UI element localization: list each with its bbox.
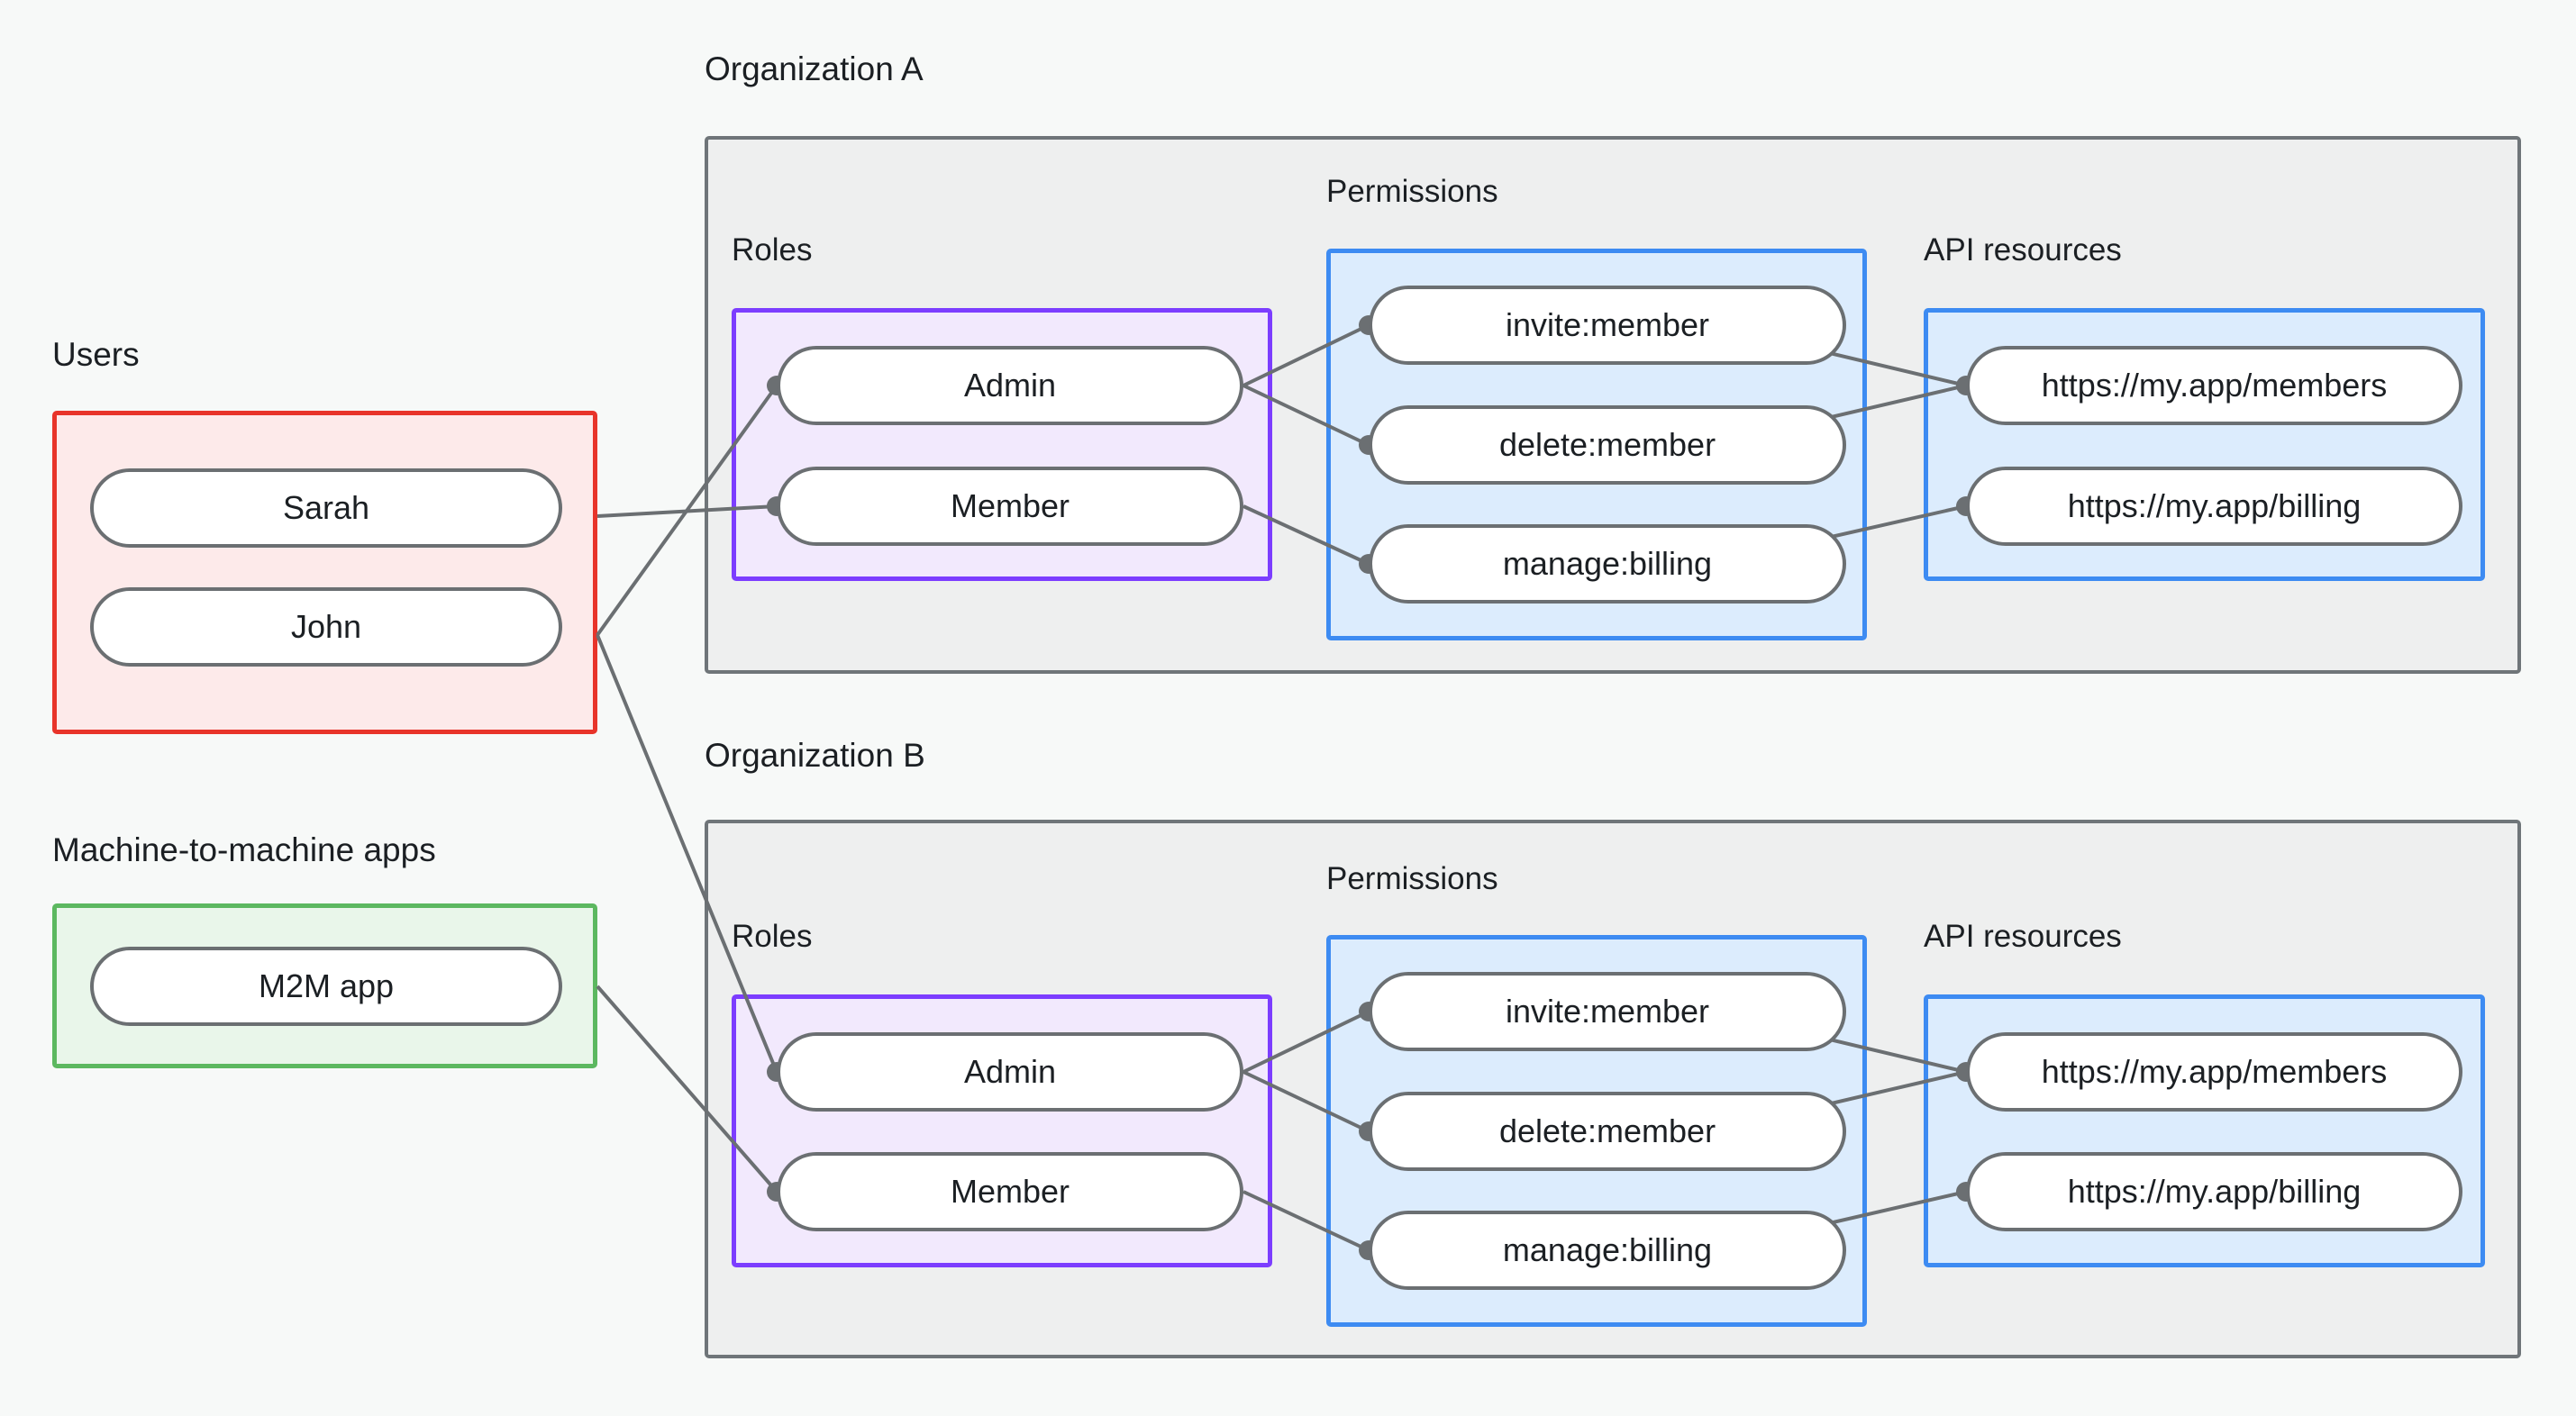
orgB-permission-manage-billing[interactable]: manage:billing — [1369, 1211, 1846, 1290]
orgA-permission-invite-member[interactable]: invite:member — [1369, 286, 1846, 365]
orgA-role-member[interactable]: Member — [777, 467, 1243, 546]
orgA-api-billing[interactable]: https://my.app/billing — [1966, 467, 2462, 546]
user-node-sarah[interactable]: Sarah — [90, 468, 562, 548]
users-group-box — [52, 411, 597, 734]
orgA-permission-manage-billing[interactable]: manage:billing — [1369, 524, 1846, 604]
m2m-node-app[interactable]: M2M app — [90, 947, 562, 1026]
orgB-api-members[interactable]: https://my.app/members — [1966, 1032, 2462, 1112]
orgB-permission-delete-member[interactable]: delete:member — [1369, 1092, 1846, 1171]
orgB-permission-invite-member[interactable]: invite:member — [1369, 972, 1846, 1051]
orgA-api-label: API resources — [1924, 232, 2122, 268]
orgA-role-admin[interactable]: Admin — [777, 346, 1243, 425]
orgB-api-billing[interactable]: https://my.app/billing — [1966, 1152, 2462, 1231]
orgA-api-members[interactable]: https://my.app/members — [1966, 346, 2462, 425]
orgA-roles-label: Roles — [732, 232, 813, 268]
m2m-group-label: Machine-to-machine apps — [52, 831, 436, 868]
orgB-role-admin[interactable]: Admin — [777, 1032, 1243, 1112]
user-node-john[interactable]: John — [90, 587, 562, 667]
orgB-role-member[interactable]: Member — [777, 1152, 1243, 1231]
orgB-permissions-label: Permissions — [1326, 861, 1498, 896]
organization-a-label: Organization A — [705, 50, 924, 87]
orgB-roles-label: Roles — [732, 919, 813, 954]
users-group-label: Users — [52, 336, 140, 373]
orgA-permissions-label: Permissions — [1326, 174, 1498, 209]
orgB-api-label: API resources — [1924, 919, 2122, 954]
orgA-permission-delete-member[interactable]: delete:member — [1369, 405, 1846, 485]
organization-b-label: Organization B — [705, 737, 925, 774]
